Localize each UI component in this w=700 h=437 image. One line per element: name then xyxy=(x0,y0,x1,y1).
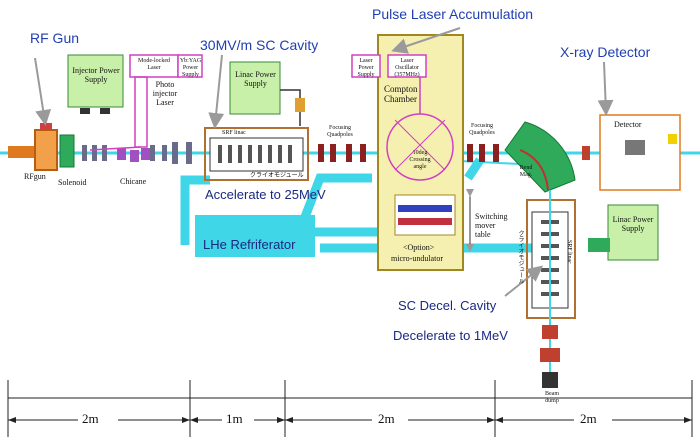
laser-oscillator xyxy=(387,54,427,78)
label-cryo-module-2: クライオモジュール xyxy=(517,230,523,284)
label-focusing-quad-2: Focusing Quadpoles xyxy=(469,123,495,136)
label-decelerate: Decelerate to 1MeV xyxy=(393,328,508,343)
scale-label-1: 2m xyxy=(82,411,99,426)
rf-gun-cap xyxy=(40,123,52,130)
srf-linac-cryomodule xyxy=(204,127,309,181)
label-mode-locked-laser: Mode-locked Laser xyxy=(138,58,170,71)
rf-gun-waveguide xyxy=(8,146,34,158)
label-compton-chamber: Compton Chamber xyxy=(384,84,418,104)
srf-linac xyxy=(209,137,304,172)
srf-cavity-cells xyxy=(218,145,292,163)
micro-undulator-box xyxy=(394,194,456,236)
lhe-refrigerator xyxy=(195,215,315,257)
micro-undulator-magnets xyxy=(398,205,452,225)
label-srf-linac-2: SRF linac xyxy=(566,240,572,264)
injector-power-supply xyxy=(67,54,124,108)
label-sc-decel: SC Decel. Cavity xyxy=(398,298,497,313)
label-xray-detector: X-ray Detector xyxy=(560,44,651,60)
beam-dump-quad xyxy=(540,348,560,362)
label-crossing-angle: 10deg Crossing angle xyxy=(409,150,431,170)
linac-power-supply-2 xyxy=(607,204,659,261)
label-pointer-arrows xyxy=(34,27,614,297)
linac-power-supply xyxy=(229,61,281,115)
label-sc-cavity: 30MV/m SC Cavity xyxy=(200,37,319,53)
label-injector-ps: Injector Power Supply xyxy=(72,66,120,84)
scale-label-4: 2m xyxy=(580,411,597,426)
bend-magnet xyxy=(504,121,576,193)
detector-box xyxy=(599,114,681,191)
focusing-quadrupoles-2 xyxy=(467,144,499,162)
label-srf-linac: SRF linac xyxy=(222,130,246,136)
scale-bar xyxy=(7,380,693,437)
label-laser-oscillator: Laser Oscillator (357MHz) xyxy=(394,58,420,78)
label-yag-ps: Yb:YAG Power Supply xyxy=(179,58,202,78)
laser-path xyxy=(89,146,142,151)
label-cryo-module: クライオモジュール xyxy=(250,173,304,179)
rf-gun-body xyxy=(34,129,58,171)
label-option: <Option> xyxy=(403,243,435,252)
label-linac-ps: Linac Power Supply xyxy=(235,70,276,88)
label-beam-dump: Beam dump xyxy=(545,391,559,404)
label-rf-gun: RF Gun xyxy=(30,30,80,46)
label-lhe-refrigerator: LHe Refriferator xyxy=(203,237,296,252)
photo-injector-laser xyxy=(134,76,148,148)
beam-pipe-elements-left xyxy=(82,142,192,164)
label-photo-injector-laser: Photo injector Laser xyxy=(152,80,178,107)
label-focusing-quad-1: Focusing Quadpoles xyxy=(327,125,353,138)
label-micro-undulator: micro-undulator xyxy=(391,254,443,263)
label-pulse-laser: Pulse Laser Accumulation xyxy=(372,6,534,22)
label-detector: Detector xyxy=(614,120,642,129)
label-bend-mag: Bend Mag. xyxy=(519,165,533,178)
beam-dump xyxy=(542,372,558,388)
chicane xyxy=(117,148,150,162)
scale-label-2: 1m xyxy=(226,411,243,426)
laser-power-supply xyxy=(351,54,381,78)
label-accelerate: Accelerate to 25MeV xyxy=(205,187,326,202)
label-solenoid: Solenoid xyxy=(58,178,87,187)
focusing-quadrupoles-1 xyxy=(318,144,366,162)
yag-power-supply xyxy=(177,54,203,78)
label-chicane: Chicane xyxy=(120,177,147,186)
scale-label-3: 2m xyxy=(378,411,395,426)
solenoid xyxy=(59,134,75,168)
label-rfgun: RFgun xyxy=(24,172,46,181)
label-laser-ps: Laser Power Supply xyxy=(357,58,375,78)
label-linac-ps-2: Linac Power Supply xyxy=(612,215,654,233)
label-switching-table: Switching mover table xyxy=(475,212,508,239)
